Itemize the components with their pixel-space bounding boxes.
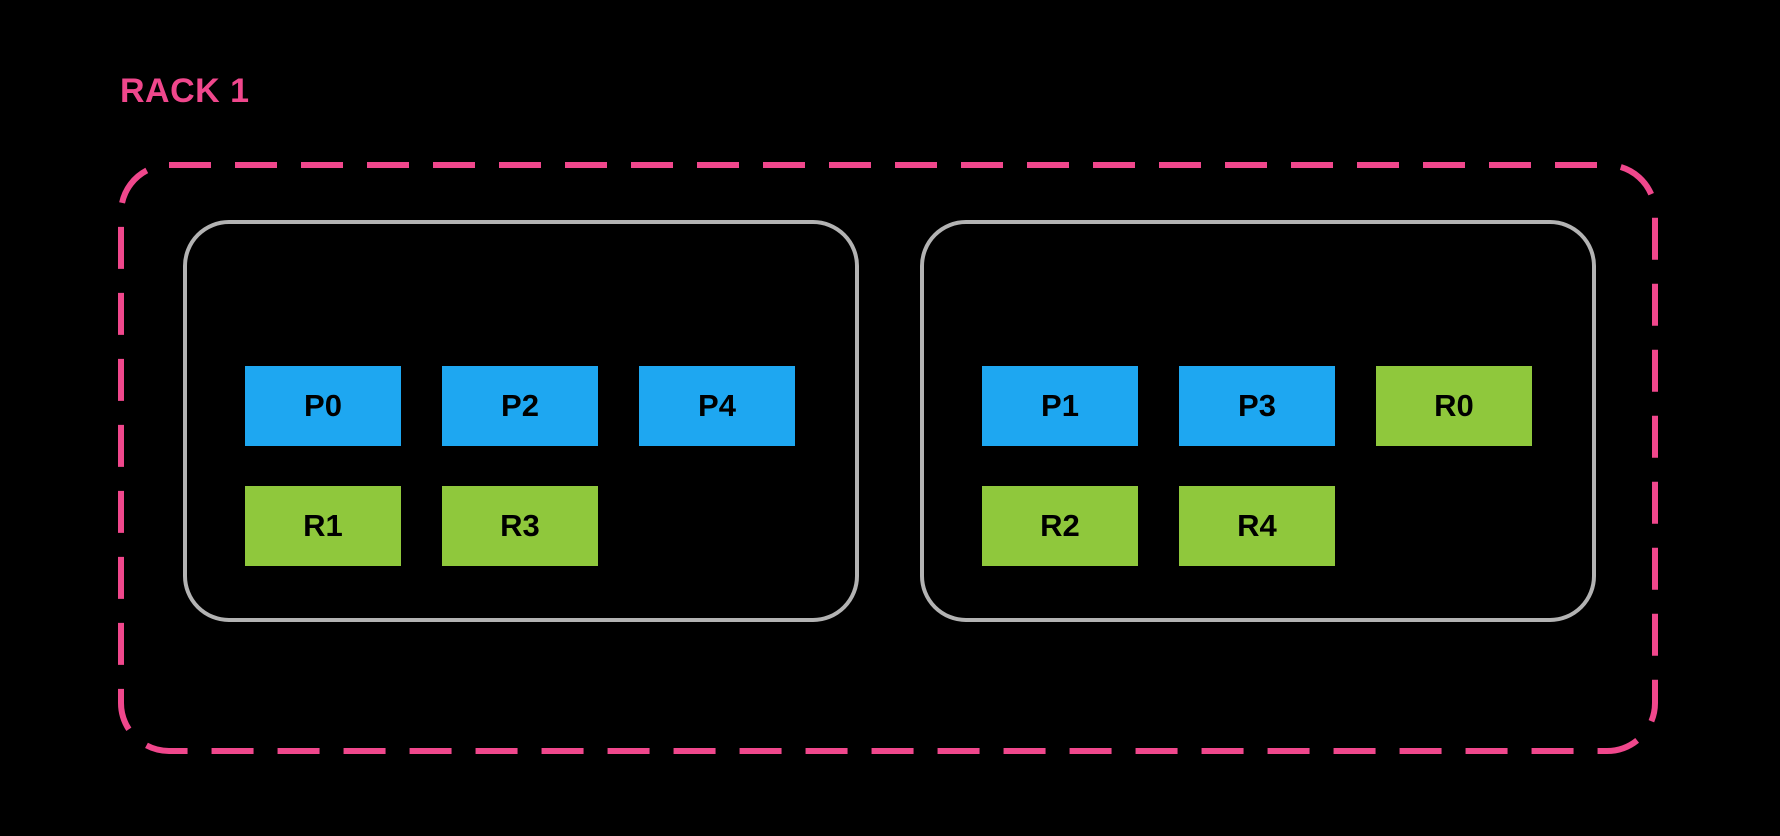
- node-2: P1 P3 R0 R2 R4: [920, 220, 1596, 622]
- node-2-row-primary: P1 P3 R0: [982, 366, 1532, 446]
- node-1-content: P0 P2 P4 R1 R3: [245, 366, 795, 566]
- rack-dashed-border: [118, 162, 1658, 754]
- node-1-row-replica: R1 R3: [245, 486, 795, 566]
- shard-box-r2: R2: [982, 486, 1138, 566]
- shard-box-r0: R0: [1376, 366, 1532, 446]
- node-2-row-replica: R2 R4: [982, 486, 1532, 566]
- rack-container: P0 P2 P4 R1 R3 P1 P3 R0 R2 R4: [118, 162, 1658, 754]
- shard-box-p1: P1: [982, 366, 1138, 446]
- rack-title: RACK 1: [120, 72, 250, 110]
- node-1: P0 P2 P4 R1 R3: [183, 220, 859, 622]
- shard-box-r4: R4: [1179, 486, 1335, 566]
- shard-box-p4: P4: [639, 366, 795, 446]
- shard-box-p0: P0: [245, 366, 401, 446]
- shard-box-r3: R3: [442, 486, 598, 566]
- shard-box-p3: P3: [1179, 366, 1335, 446]
- shard-box-p2: P2: [442, 366, 598, 446]
- shard-box-r1: R1: [245, 486, 401, 566]
- node-2-content: P1 P3 R0 R2 R4: [982, 366, 1532, 566]
- node-1-row-primary: P0 P2 P4: [245, 366, 795, 446]
